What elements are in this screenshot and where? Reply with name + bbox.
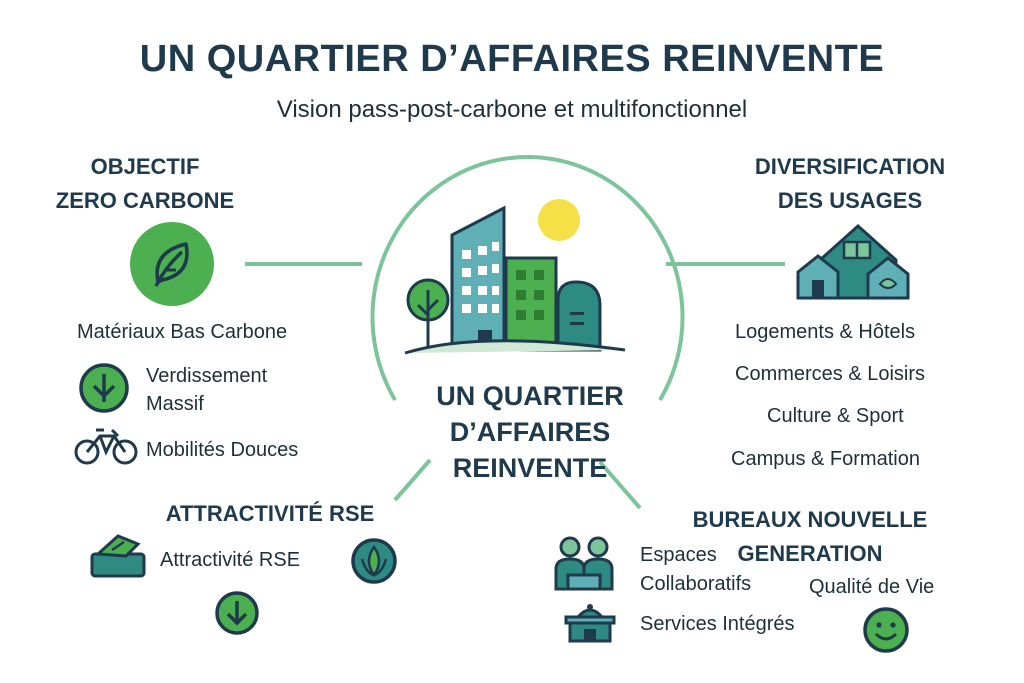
connector-bottom-left [393,458,432,502]
objectif-item-materiaux: Matériaux Bas Carbone [77,321,288,343]
diversification-item-commerces: Commerces & Loisirs [735,363,926,385]
tree-circle-icon [79,363,129,413]
leaf-circle-icon [351,538,397,584]
ground-hill [404,339,626,355]
center-arc [370,155,685,402]
bureaux-item-espaces: Espaces Collaboratifs [640,544,752,595]
rse-item: Attractivité RSE [160,549,301,571]
bicycle-icon [74,428,138,465]
sun-icon [538,199,580,241]
teal-building [556,280,602,352]
center-title: UN QUARTIER D’AFFAIRES REINVENTE [370,378,690,486]
diversification-item-campus: Campus & Formation [731,448,920,470]
objectif-item-verdissement: Verdissement Massif [146,365,268,415]
city-illustration-icon [404,199,626,355]
bureaux-item-qualite: Qualité de Vie [809,576,935,598]
bureaux-item-services: Services Intégrés [640,613,795,635]
bureaux-heading: BUREAUX NOUVELLE GENERATION [692,507,928,566]
diversification-heading: DIVERSIFICATION DES USAGES [754,154,946,213]
diversification-item-culture: Culture & Sport [767,405,904,427]
page-title: UN QUARTIER D’AFFAIRES REINVENTE [139,38,885,80]
leaf-icon [130,222,214,306]
down-arrow-circle-icon [215,591,259,635]
connector-bottom-right [598,460,642,510]
objectif-heading: OBJECTIF ZERO CARBONE [55,154,235,213]
service-counter-icon [564,604,616,643]
diversification-item-logements: Logements & Hôtels [735,321,916,343]
center-title-line2: D’AFFAIRES REINVENTE [449,417,611,483]
people-icon [554,536,614,591]
objectif-item-mobilites: Mobilités Douces [146,439,299,461]
center-title-line1: UN QUARTIER [436,381,624,411]
rse-heading: ATTRACTIVITÉ RSE [165,501,375,526]
hand-leaf-icon [90,534,146,578]
green-building [504,256,558,352]
page-subtitle: Vision pass-post-carbone et multifonctio… [276,96,748,123]
smiley-icon [863,607,909,653]
houses-icon [796,223,910,300]
tower-building [450,205,506,352]
